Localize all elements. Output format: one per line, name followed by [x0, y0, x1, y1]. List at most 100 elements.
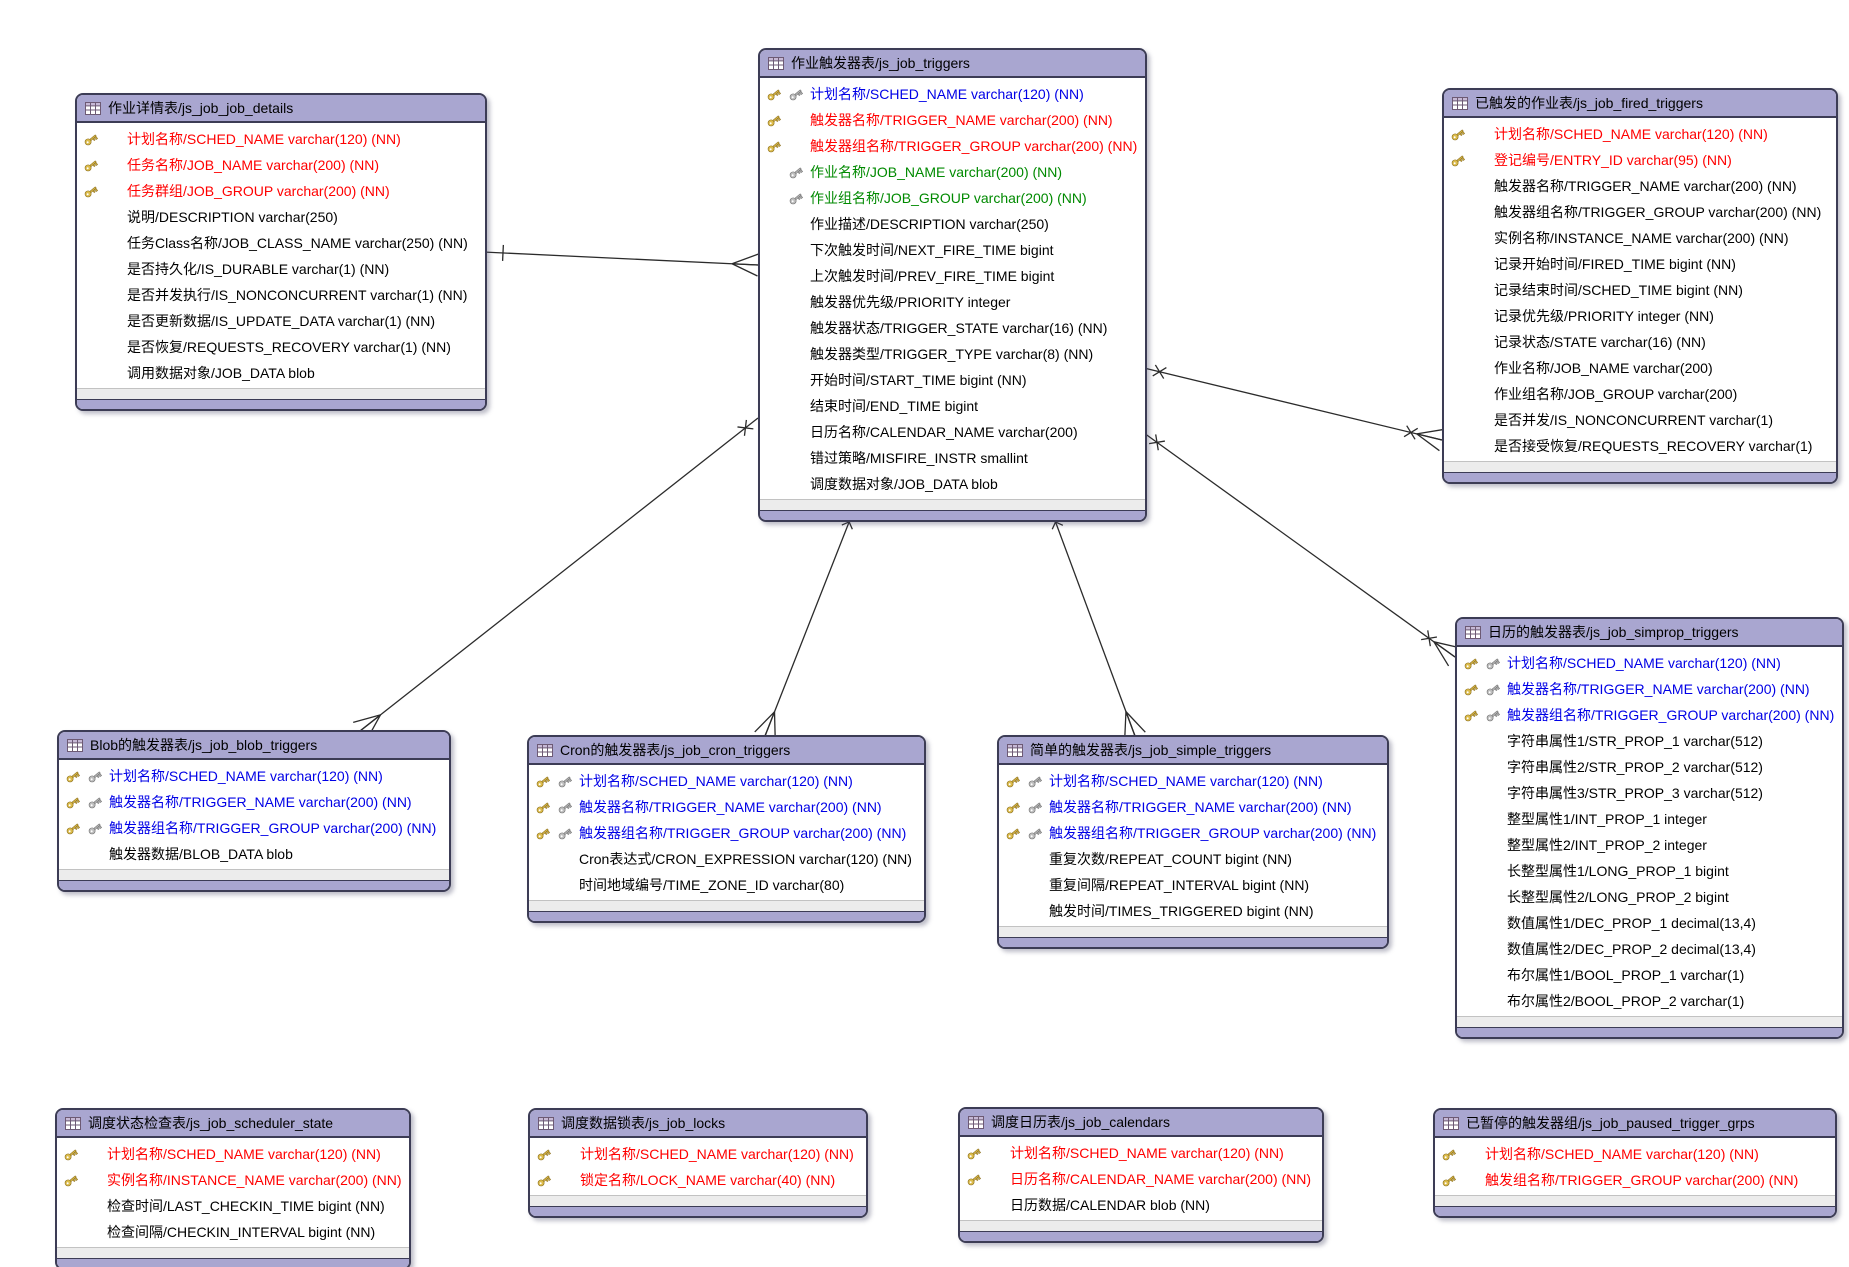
column-definition: 登记编号/ENTRY_ID varchar(95) (NN): [1494, 152, 1732, 168]
column-definition: 触发器数据/BLOB_DATA blob: [109, 846, 293, 862]
foreign-key-icon: [558, 828, 572, 839]
column-row: 计划名称/SCHED_NAME varchar(120) (NN): [530, 1141, 866, 1167]
column-row: 是否接受恢复/REQUESTS_RECOVERY varchar(1): [1444, 433, 1836, 459]
table-icon: [67, 738, 83, 752]
entity-header[interactable]: 已暂停的触发器组/js_job_paused_trigger_grps: [1435, 1110, 1835, 1138]
entity-header[interactable]: 日历的触发器表/js_job_simprop_triggers: [1457, 619, 1842, 647]
entity-js_job_paused_trigger_grps[interactable]: 已暂停的触发器组/js_job_paused_trigger_grps 计划名称/…: [1433, 1108, 1837, 1218]
column-row: 触发器数据/BLOB_DATA blob: [59, 841, 449, 867]
relationship-line-segment: [1433, 641, 1450, 667]
entity-footer-bar: [1435, 1206, 1835, 1216]
column-row: 任务群组/JOB_GROUP varchar(200) (NN): [77, 178, 485, 204]
column-definition: 整型属性1/INT_PROP_1 integer: [1507, 811, 1707, 827]
entity-footer-strip: [960, 1220, 1322, 1231]
entity-js_job_job_details[interactable]: 作业详情表/js_job_job_details 计划名称/SCHED_NAME …: [75, 93, 487, 411]
primary-key-icon: [1451, 155, 1465, 166]
column-definition: 长整型属性1/LONG_PROP_1 bigint: [1507, 863, 1729, 879]
column-definition: 计划名称/SCHED_NAME varchar(120) (NN): [109, 768, 383, 784]
column-row: 实例名称/INSTANCE_NAME varchar(200) (NN): [57, 1167, 409, 1193]
entity-js_job_blob_triggers[interactable]: Blob的触发器表/js_job_blob_triggers 计划名称/SCHED…: [57, 730, 451, 892]
entity-js_job_cron_triggers[interactable]: Cron的触发器表/js_job_cron_triggers 计划名称/SCHED…: [527, 735, 926, 923]
column-definition: 布尔属性1/BOOL_PROP_1 varchar(1): [1507, 967, 1745, 983]
column-row: 作业名称/JOB_NAME varchar(200) (NN): [760, 159, 1145, 185]
entity-footer-bar: [77, 399, 485, 409]
primary-key-icon: [1442, 1175, 1456, 1186]
column-definition: 任务群组/JOB_GROUP varchar(200) (NN): [127, 183, 390, 199]
entity-columns: 计划名称/SCHED_NAME varchar(120) (NN)触发器名称/T…: [1457, 647, 1842, 1016]
column-row: 触发器组名称/TRIGGER_GROUP varchar(200) (NN): [529, 820, 924, 846]
relationship-line-segment: [764, 506, 856, 737]
entity-header[interactable]: 已触发的作业表/js_job_fired_triggers: [1444, 90, 1836, 118]
column-definition: 记录状态/STATE varchar(16) (NN): [1494, 334, 1706, 350]
column-row: 记录结束时间/SCHED_TIME bigint (NN): [1444, 277, 1836, 303]
entity-header[interactable]: Cron的触发器表/js_job_cron_triggers: [529, 737, 924, 765]
column-row: 触发器组名称/TRIGGER_GROUP varchar(200) (NN): [760, 133, 1145, 159]
column-row: 触发器组名称/TRIGGER_GROUP varchar(200) (NN): [1457, 702, 1842, 728]
foreign-key-icon: [1486, 710, 1500, 721]
column-definition: 计划名称/SCHED_NAME varchar(120) (NN): [127, 131, 401, 147]
entity-title: 已暂停的触发器组/js_job_paused_trigger_grps: [1466, 1115, 1755, 1131]
column-definition: 字符串属性2/STR_PROP_2 varchar(512): [1507, 759, 1763, 775]
entity-header[interactable]: 作业触发器表/js_job_triggers: [760, 50, 1145, 78]
primary-key-icon: [767, 141, 781, 152]
column-row: 重复间隔/REPEAT_INTERVAL bigint (NN): [999, 872, 1387, 898]
column-row: 计划名称/SCHED_NAME varchar(120) (NN): [57, 1141, 409, 1167]
column-definition: 实例名称/INSTANCE_NAME varchar(200) (NN): [1494, 230, 1789, 246]
column-row: 触发器优先级/PRIORITY integer: [760, 289, 1145, 315]
entity-header[interactable]: 简单的触发器表/js_job_simple_triggers: [999, 737, 1387, 765]
primary-key-icon: [537, 1149, 551, 1160]
primary-key-icon: [767, 89, 781, 100]
foreign-key-icon: [789, 193, 803, 204]
table-icon: [968, 1115, 984, 1129]
column-definition: 计划名称/SCHED_NAME varchar(120) (NN): [1049, 773, 1323, 789]
column-row: 记录优先级/PRIORITY integer (NN): [1444, 303, 1836, 329]
entity-header[interactable]: Blob的触发器表/js_job_blob_triggers: [59, 732, 449, 760]
column-row: 触发器组名称/TRIGGER_GROUP varchar(200) (NN): [59, 815, 449, 841]
relationship-line-segment: [501, 244, 505, 261]
table-icon: [65, 1116, 81, 1130]
column-row: 触发器名称/TRIGGER_NAME varchar(200) (NN): [760, 107, 1145, 133]
column-row: 检查间隔/CHECKIN_INTERVAL bigint (NN): [57, 1219, 409, 1245]
entity-header[interactable]: 调度状态检查表/js_job_scheduler_state: [57, 1110, 409, 1138]
entity-title: 作业触发器表/js_job_triggers: [791, 55, 970, 71]
column-row: 计划名称/SCHED_NAME varchar(120) (NN): [999, 768, 1387, 794]
column-definition: 计划名称/SCHED_NAME varchar(120) (NN): [580, 1146, 854, 1162]
entity-header[interactable]: 调度数据锁表/js_job_locks: [530, 1110, 866, 1138]
column-definition: 作业组名称/JOB_GROUP varchar(200): [1494, 386, 1738, 402]
column-definition: 说明/DESCRIPTION varchar(250): [127, 209, 338, 225]
column-row: 字符串属性3/STR_PROP_3 varchar(512): [1457, 780, 1842, 806]
relationship-line-segment: [1148, 440, 1165, 445]
column-row: 计划名称/SCHED_NAME varchar(120) (NN): [1435, 1141, 1835, 1167]
primary-key-icon: [967, 1148, 981, 1159]
primary-key-icon: [967, 1174, 981, 1185]
relationship-line-segment: [1416, 428, 1445, 435]
relationship-line-segment: [1421, 636, 1438, 641]
entity-columns: 计划名称/SCHED_NAME varchar(120) (NN)锁定名称/LO…: [530, 1138, 866, 1195]
entity-js_job_simple_triggers[interactable]: 简单的触发器表/js_job_simple_triggers 计划名称/SCHED…: [997, 735, 1389, 949]
column-definition: 是否恢复/REQUESTS_RECOVERY varchar(1) (NN): [127, 339, 451, 355]
column-definition: 是否更新数据/IS_UPDATE_DATA varchar(1) (NN): [127, 313, 436, 329]
column-definition: 计划名称/SCHED_NAME varchar(120) (NN): [579, 773, 853, 789]
primary-key-icon: [66, 823, 80, 834]
relationship-line-segment: [359, 714, 381, 732]
column-definition: 实例名称/INSTANCE_NAME varchar(200) (NN): [107, 1172, 402, 1188]
column-definition: 触发器组名称/TRIGGER_GROUP varchar(200) (NN): [1494, 204, 1822, 220]
column-row: 数值属性1/DEC_PROP_1 decimal(13,4): [1457, 910, 1842, 936]
entity-js_job_scheduler_state[interactable]: 调度状态检查表/js_job_scheduler_state 计划名称/SCHED…: [55, 1108, 411, 1267]
relationship-line-segment: [359, 417, 759, 732]
foreign-key-icon: [558, 776, 572, 787]
entity-header[interactable]: 作业详情表/js_job_job_details: [77, 95, 485, 123]
column-definition: 结束时间/END_TIME bigint: [810, 398, 979, 414]
column-row: 检查时间/LAST_CHECKIN_TIME bigint (NN): [57, 1193, 409, 1219]
column-definition: 数值属性2/DEC_PROP_2 decimal(13,4): [1507, 941, 1756, 957]
entity-header[interactable]: 调度日历表/js_job_calendars: [960, 1109, 1322, 1137]
primary-key-icon: [84, 186, 98, 197]
relationship-line-segment: [731, 253, 759, 265]
column-definition: 触发器状态/TRIGGER_STATE varchar(16) (NN): [810, 320, 1108, 336]
column-row: 布尔属性2/BOOL_PROP_2 varchar(1): [1457, 988, 1842, 1014]
